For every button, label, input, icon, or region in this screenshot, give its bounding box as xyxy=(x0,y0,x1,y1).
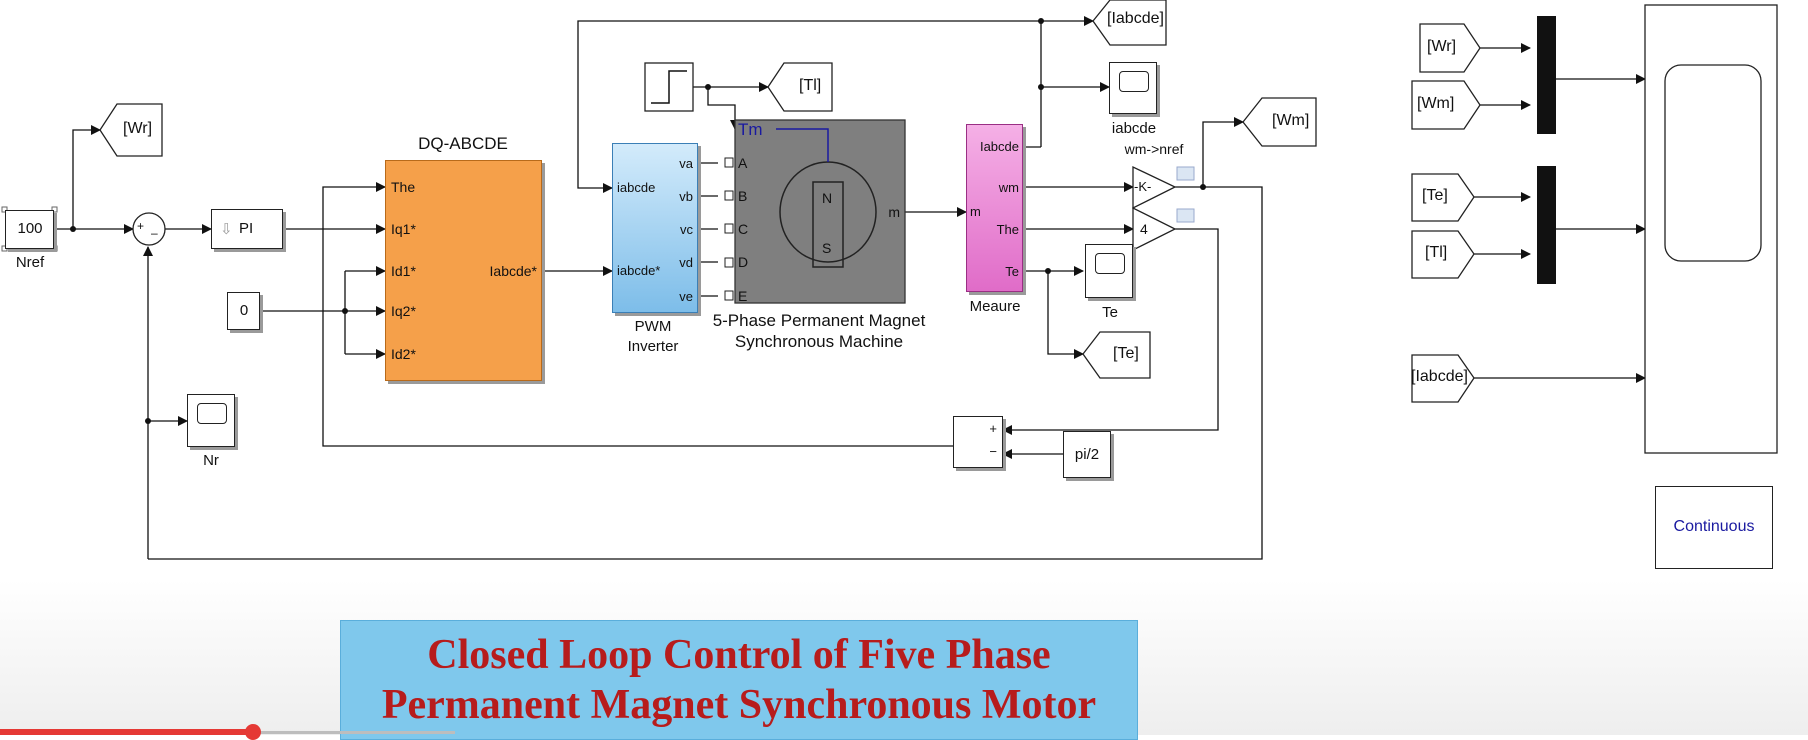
dq-abcde-block[interactable]: The Iq1* Id1* Iq2* Id2* Iabcde* xyxy=(385,160,542,381)
te-scope-block[interactable] xyxy=(1085,244,1133,298)
gain-k-value: -K- xyxy=(1134,179,1152,194)
measure-out-te: Te xyxy=(1005,264,1019,279)
step-block[interactable] xyxy=(645,63,693,111)
mux-block-bottom[interactable] xyxy=(1537,166,1556,284)
gain-label: wm->nref xyxy=(1124,141,1184,157)
pwm-in-iabcde-ref: iabcde* xyxy=(617,263,661,278)
pmsm-machine-block[interactable]: Tm A B C D E m N S xyxy=(735,120,905,304)
pi-label: PI xyxy=(239,220,254,237)
pwm-out-vd: vd xyxy=(679,255,693,270)
pwm-out-vc: vc xyxy=(680,222,693,237)
iabcde-scope-block[interactable] xyxy=(1109,62,1157,114)
title-line-2: Permanent Magnet Synchronous Motor xyxy=(381,682,1097,728)
wm-goto-tag[interactable]: [Wm] xyxy=(1272,112,1310,129)
scope-screen-icon xyxy=(1119,71,1149,92)
zero-constant-block[interactable]: 0 xyxy=(227,292,260,330)
dq-in-iq1: Iq1* xyxy=(391,221,416,237)
iabcde-scope-label: iabcde xyxy=(1111,120,1157,137)
from-iabcde-tag[interactable]: [Iabcde] xyxy=(1411,368,1468,385)
title-banner: Closed Loop Control of Five Phase Perman… xyxy=(340,620,1138,740)
gain-4-value: 4 xyxy=(1140,221,1148,237)
from-wm-tag[interactable]: [Wm] xyxy=(1417,95,1455,112)
measure-out-iabcde: Iabcde xyxy=(979,139,1019,154)
pwm-out-ve: ve xyxy=(679,289,693,304)
from-tl-tag[interactable]: [Tl] xyxy=(1425,244,1448,261)
measure-out-the: The xyxy=(996,222,1019,237)
mux-block-top[interactable] xyxy=(1537,16,1556,134)
nref-value: 100 xyxy=(17,220,43,237)
magnet-n-label: N xyxy=(822,190,833,206)
dq-in-id1: Id1* xyxy=(391,263,416,279)
machine-port-d: D xyxy=(738,254,749,270)
machine-out-m: m xyxy=(888,204,900,220)
down-arrow-icon: ⇩ xyxy=(220,221,233,238)
nr-scope-block[interactable] xyxy=(187,394,235,447)
wr-goto-tag[interactable]: [Wr] xyxy=(123,120,153,137)
measure-block[interactable]: m Iabcde wm The Te xyxy=(966,124,1023,292)
video-buffer-bar xyxy=(255,731,455,734)
machine-port-b: B xyxy=(738,188,748,204)
pwm-out-vb: vb xyxy=(679,189,693,204)
dq-in-the: The xyxy=(391,179,416,195)
machine-label-1: 5-Phase Permanent Magnet xyxy=(712,311,926,330)
machine-port-e: E xyxy=(738,288,748,304)
theta-sum-block[interactable]: + − xyxy=(953,416,1003,468)
title-line-1: Closed Loop Control of Five Phase xyxy=(427,632,1051,678)
iabcde-goto-tag[interactable]: [Iabcde] xyxy=(1107,10,1164,27)
video-scrubber-handle[interactable] xyxy=(245,724,261,740)
pwm-label-2: Inverter xyxy=(627,338,679,355)
scope-screen-icon xyxy=(197,403,227,424)
nref-constant-block[interactable]: 100 xyxy=(5,210,54,249)
te-scope-label: Te xyxy=(1102,304,1118,321)
continuous-label: Continuous xyxy=(1673,518,1755,535)
measure-out-wm: wm xyxy=(998,180,1019,195)
nr-label: Nr xyxy=(203,452,219,469)
dq-title: DQ-ABCDE xyxy=(418,134,508,153)
pwm-label-1: PWM xyxy=(634,318,672,335)
pwm-inverter-block[interactable]: iabcde iabcde* va vb vc vd ve xyxy=(612,143,698,313)
pi2-constant-block[interactable]: pi/2 xyxy=(1063,431,1111,478)
theta-sum-minus: − xyxy=(989,444,997,459)
sum-plus: + xyxy=(137,219,145,233)
te-goto-tag[interactable]: [Te] xyxy=(1113,345,1139,362)
pwm-out-va: va xyxy=(679,156,693,171)
main-scope-block[interactable] xyxy=(1645,5,1777,453)
sum-minus: – xyxy=(151,226,158,240)
dq-in-iq2: Iq2* xyxy=(391,303,416,319)
powergui-block[interactable]: Continuous xyxy=(1655,486,1773,569)
from-te-tag[interactable]: [Te] xyxy=(1422,187,1448,204)
video-progress-bar[interactable] xyxy=(0,729,255,735)
pi-controller-block[interactable]: ⇩ PI xyxy=(211,209,283,249)
pi2-value: pi/2 xyxy=(1074,446,1100,463)
dq-out-iabcde: Iabcde* xyxy=(489,263,537,279)
theta-sum-plus: + xyxy=(989,421,997,436)
scope-screen-icon xyxy=(1095,253,1125,274)
nref-label: Nref xyxy=(15,254,45,271)
pwm-in-iabcde: iabcde xyxy=(617,180,656,195)
from-wr-tag[interactable]: [Wr] xyxy=(1427,38,1457,55)
measure-in-m: m xyxy=(970,204,981,219)
measure-label: Meaure xyxy=(969,298,1021,315)
tl-goto-tag[interactable]: [Tl] xyxy=(799,77,822,94)
zero-value: 0 xyxy=(239,302,249,319)
machine-port-c: C xyxy=(738,221,749,237)
machine-label-2: Synchronous Machine xyxy=(734,332,904,351)
machine-port-a: A xyxy=(738,155,748,171)
dq-in-id2: Id2* xyxy=(391,346,416,362)
machine-tm-port: Tm xyxy=(738,120,763,139)
magnet-s-label: S xyxy=(822,240,832,256)
